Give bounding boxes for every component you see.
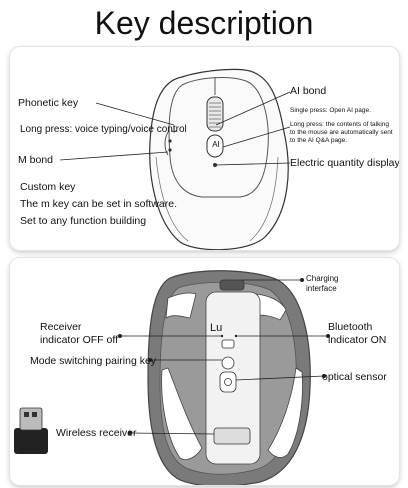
receiver-indicator-label: Receiver indicator OFF off: [40, 321, 119, 346]
top-mouse-panel: AI bond Single press: Open AI page. Long…: [10, 47, 399, 250]
bluetooth-indicator-label: Bluetooth indicator ON: [328, 321, 387, 346]
mouse-top-illustration: [59, 68, 291, 250]
electric-quantity-label: Electric quantity display: [290, 157, 399, 169]
phonetic-key-label: Phonetic key: [18, 97, 79, 109]
ai-button-text: AI: [212, 140, 220, 149]
wireless-receiver-label: Wireless receiver: [56, 427, 137, 439]
m-bond-label: M bond: [18, 154, 54, 166]
bottom-mouse-panel: Charging interface Receiver indicator OF…: [10, 258, 399, 485]
lu-logo-text: Lu: [210, 322, 223, 334]
page-title: Key description: [94, 5, 314, 41]
mouse-bottom-illustration: [14, 270, 330, 485]
ai-bond-label: AI bond: [290, 85, 327, 97]
custom-key-desc-1: The m key can be set in software.: [20, 198, 177, 210]
optical-sensor-label: optical sensor: [322, 371, 387, 383]
long-press-voice-label: Long press: voice typing/voice control: [20, 124, 187, 135]
custom-key-desc-2: Set to any function building: [20, 215, 147, 227]
custom-key-label: Custom key: [20, 181, 76, 193]
charging-interface-label: Charging interface: [306, 274, 339, 293]
ai-single-press-text: Single press: Open AI page.: [290, 107, 371, 114]
ai-long-press-text: Long press: the contents of talking to t…: [290, 121, 393, 144]
mode-switching-label: Mode switching pairing key: [30, 355, 157, 367]
